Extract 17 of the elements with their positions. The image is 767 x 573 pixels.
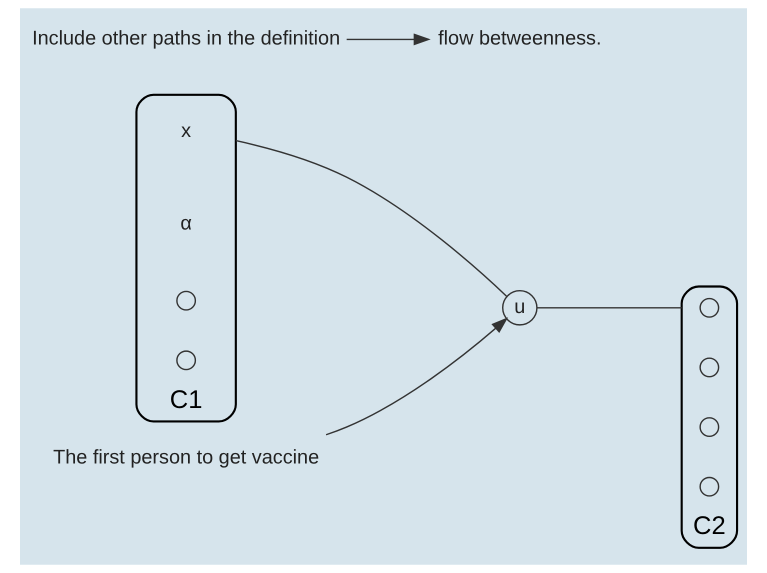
arrow (326, 317, 508, 436)
node-circle: u (502, 290, 538, 326)
node-circle (699, 358, 720, 378)
node-text: flow betweenness. (438, 28, 602, 50)
node-circle (176, 290, 196, 311)
arrow (346, 33, 431, 46)
cluster: C2 (680, 285, 738, 549)
node-text: The first person to get vaccine (53, 446, 320, 469)
connector (236, 140, 508, 297)
node-circle (699, 417, 720, 437)
node-text: Include other paths in the definition (32, 28, 340, 50)
node-circle (699, 476, 720, 497)
node-circle (699, 298, 720, 318)
node-circle (176, 350, 196, 370)
connector (537, 307, 682, 308)
node-text: x (181, 120, 192, 142)
node-text: α (180, 212, 192, 234)
